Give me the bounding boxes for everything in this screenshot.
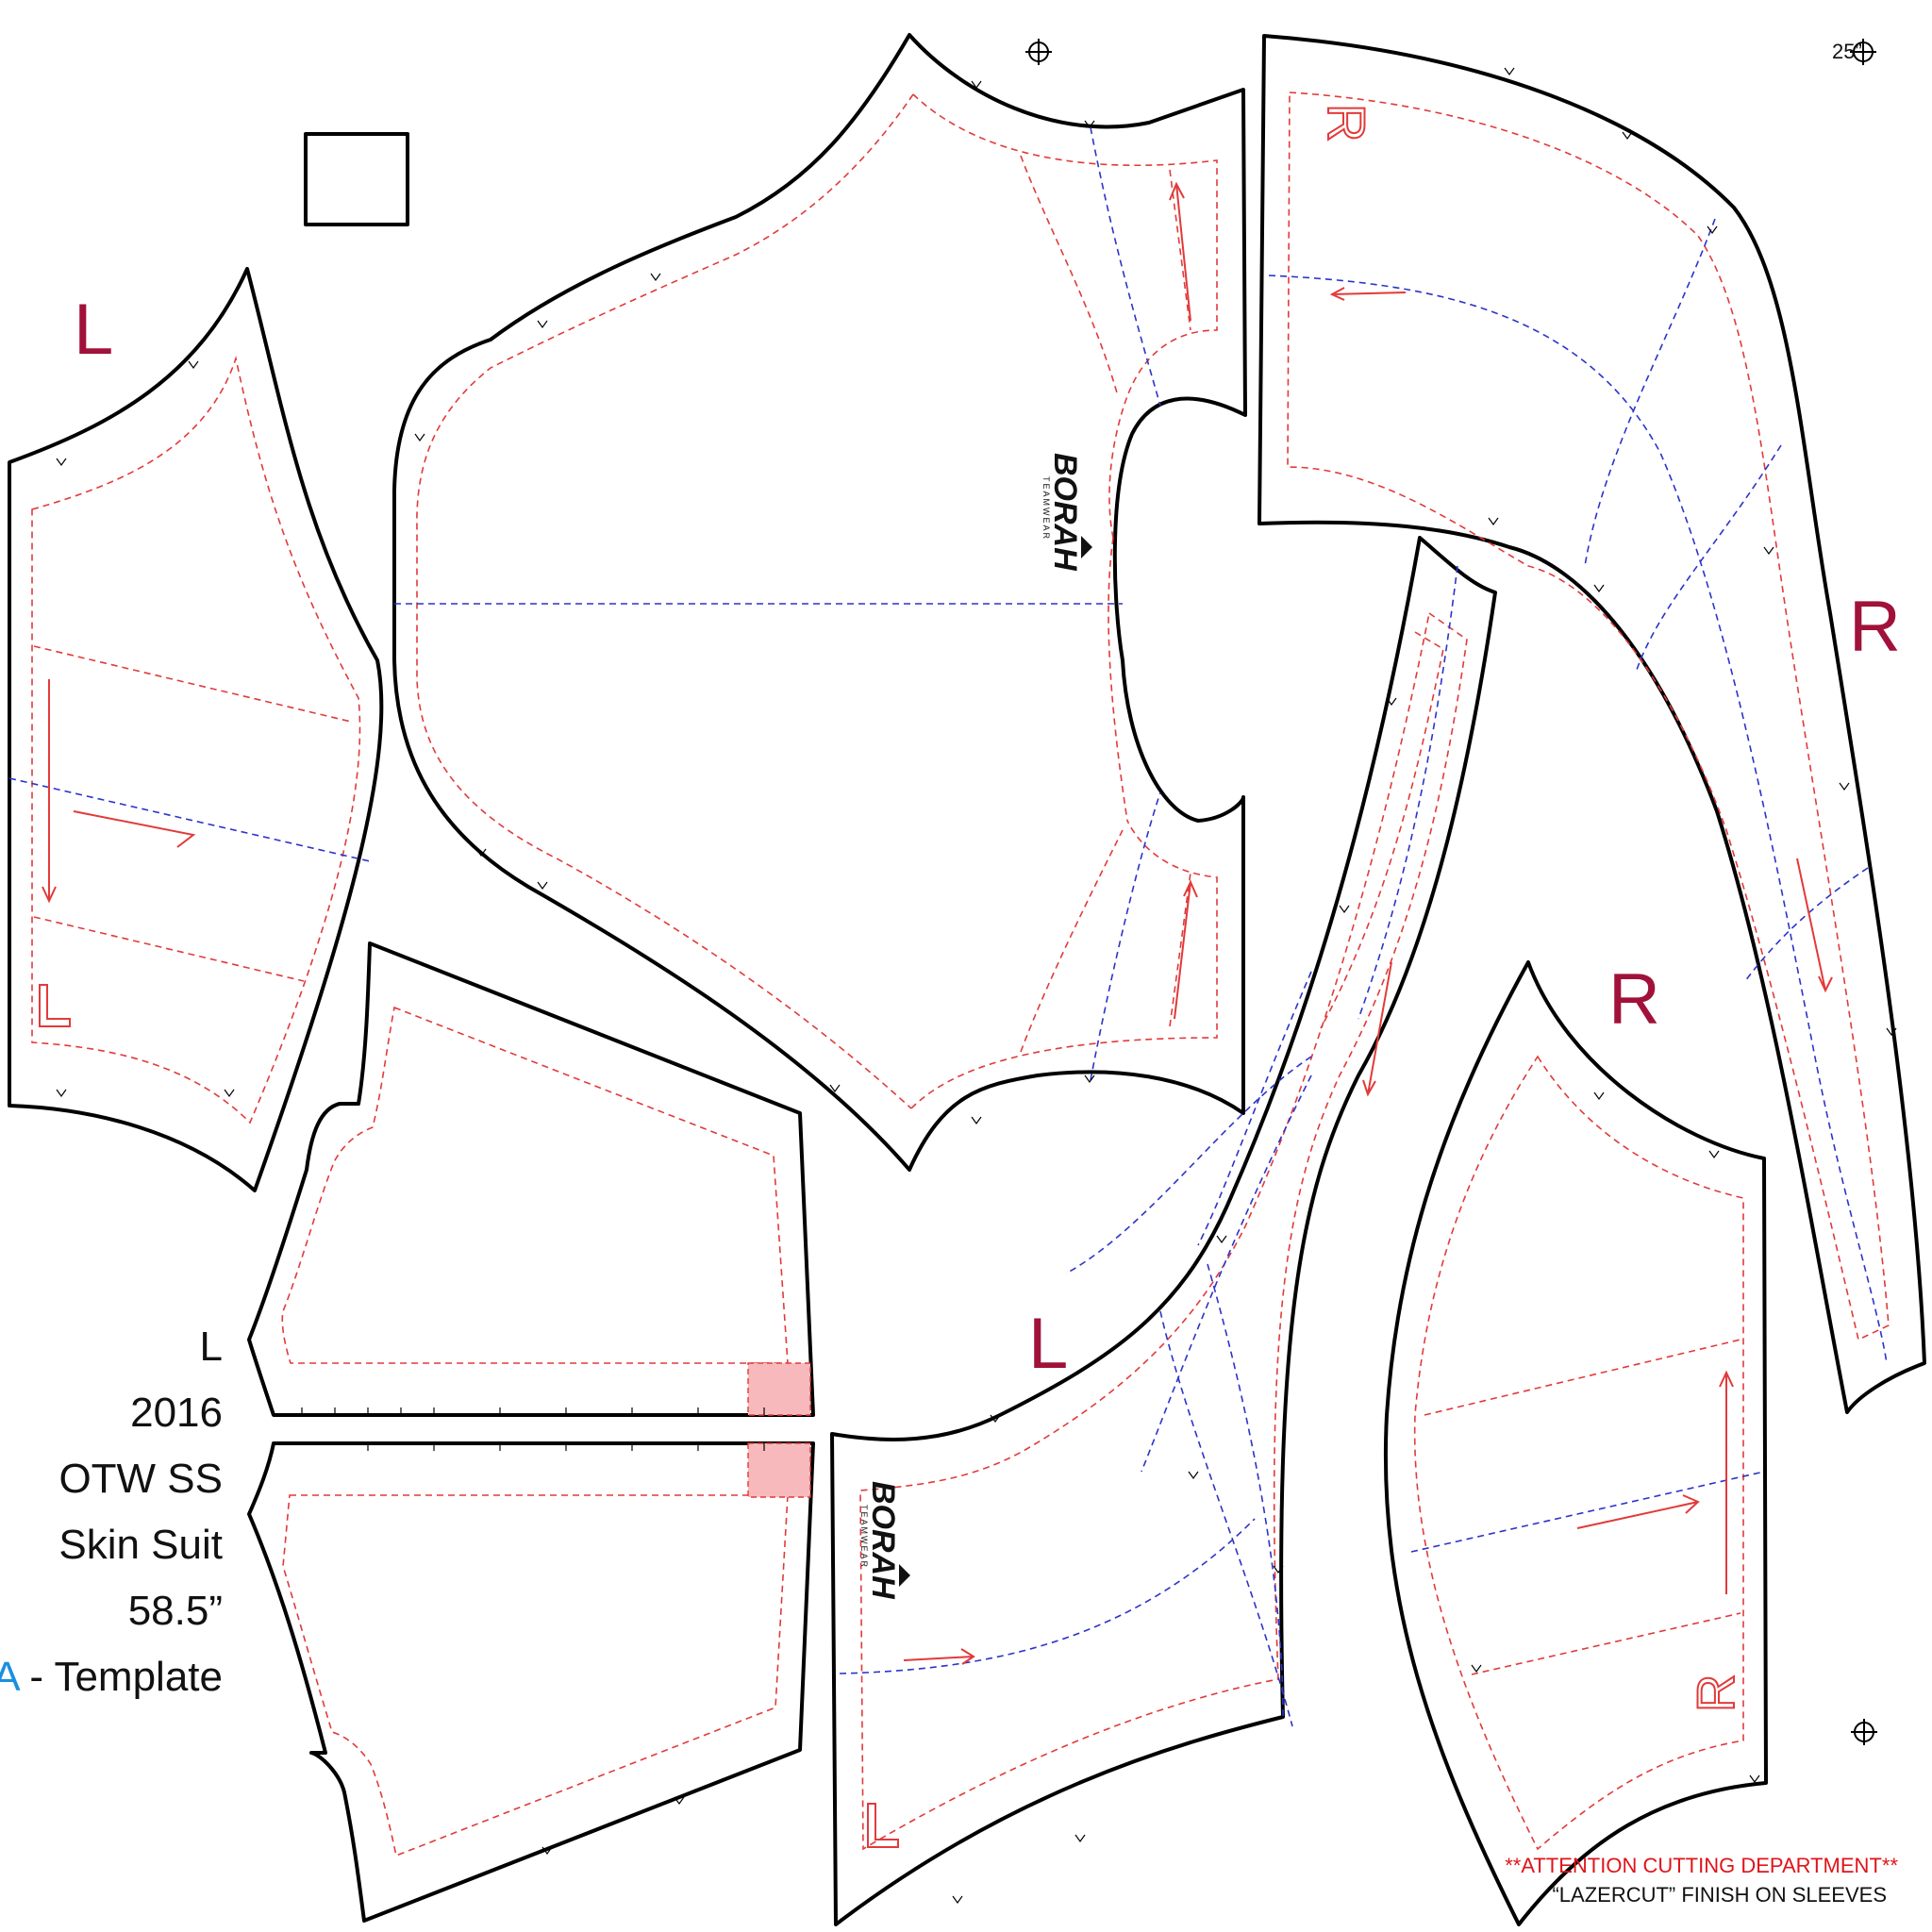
info-model: OTW SS <box>58 1456 223 1502</box>
info-year: 2016 <box>130 1390 223 1436</box>
piece-right-sleeve-long <box>1257 34 1926 1414</box>
template-box <box>304 132 409 226</box>
notch <box>56 360 235 1098</box>
info-template-text: - Template <box>18 1654 223 1700</box>
piece-right-sleeve-bottom <box>1383 960 1768 1926</box>
piece-label: R <box>1849 587 1901 667</box>
piece-label-inner: R <box>1317 104 1376 142</box>
brand-logo-torso: BORAH TEAMWEAR <box>1041 453 1092 572</box>
info-template: A - Template <box>0 1654 223 1700</box>
info-product: Skin Suit <box>58 1522 223 1568</box>
piece-label: R <box>1608 959 1660 1040</box>
registration-mark-bottom-right <box>1851 1719 1877 1745</box>
piece-label-inner: R <box>1686 1674 1745 1712</box>
info-size: L <box>200 1324 223 1370</box>
brand-logo-leg: BORAH TEAMWEAR <box>859 1481 910 1600</box>
piece-left-sleeve-top <box>8 267 384 1192</box>
registration-mark-top-right <box>1850 39 1876 65</box>
width-mark: 25” <box>1832 40 1862 63</box>
piece-lower-panel-bottom <box>247 1441 815 1923</box>
info-width: 58.5” <box>128 1588 223 1634</box>
piece-lower-panel-top <box>247 941 815 1417</box>
svg-text:BORAH: BORAH <box>865 1481 901 1600</box>
piece-label-inner <box>867 1803 899 1848</box>
piece-torso <box>392 33 1247 1172</box>
piece-left-leg <box>830 536 1497 1926</box>
svg-text:TEAMWEAR: TEAMWEAR <box>859 1505 869 1569</box>
svg-text:BORAH: BORAH <box>1047 453 1083 572</box>
svg-text:TEAMWEAR: TEAMWEAR <box>1041 476 1051 541</box>
cutting-notice-title: **ATTENTION CUTTING DEPARTMENT** <box>1505 1854 1898 1877</box>
piece-label: L <box>74 290 113 370</box>
piece-label: L <box>1028 1304 1068 1384</box>
cutting-notice-text: “LAZERCUT” FINISH ON SLEEVES <box>1552 1883 1887 1907</box>
piece-label-inner <box>39 984 71 1027</box>
info-block: L 2016 OTW SS Skin Suit 58.5” A - Templa… <box>0 1324 223 1700</box>
registration-mark-top <box>1025 39 1052 65</box>
info-template-letter: A <box>0 1654 21 1700</box>
